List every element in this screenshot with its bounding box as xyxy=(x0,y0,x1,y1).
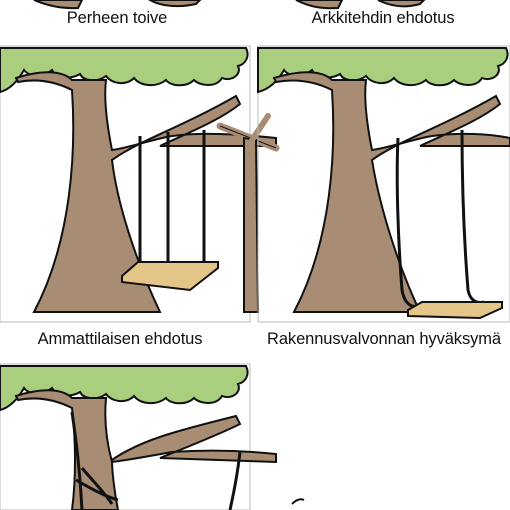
tree-fragment xyxy=(291,498,305,505)
pole xyxy=(243,136,260,313)
swing-rope xyxy=(80,467,114,505)
panel-border xyxy=(257,45,510,323)
swing-rope xyxy=(460,129,485,304)
panel-border xyxy=(0,363,251,510)
pole-fork xyxy=(249,113,271,143)
swing-seat xyxy=(121,261,219,292)
panel-bottom-left xyxy=(0,363,277,510)
caption-building-control-approved: Rakennusvalvonnan hyväksymä xyxy=(267,330,501,348)
tree-trunk xyxy=(272,71,510,313)
swing-rope xyxy=(228,451,242,510)
caption-architect-proposal: Arkkitehdin ehdotus xyxy=(311,9,455,27)
caption-professional-proposal: Ammattilaisen ehdotus xyxy=(37,330,203,348)
panel-top-left-remnant xyxy=(33,0,202,10)
foliage xyxy=(257,47,509,94)
caption-family-wish: Perheen toive xyxy=(66,9,168,27)
panel-building-control-approved xyxy=(257,45,510,323)
panel-professional-suggestion xyxy=(0,45,280,323)
foliage xyxy=(0,365,249,412)
swing-rope xyxy=(75,478,119,502)
tree-root-remnant xyxy=(33,0,84,10)
tree-trunk xyxy=(14,389,277,510)
swing-rope xyxy=(395,137,419,308)
panel-top-right-remnant xyxy=(295,0,426,10)
swing-seat xyxy=(407,301,503,320)
swing-rope xyxy=(70,411,84,510)
foliage xyxy=(0,47,249,94)
